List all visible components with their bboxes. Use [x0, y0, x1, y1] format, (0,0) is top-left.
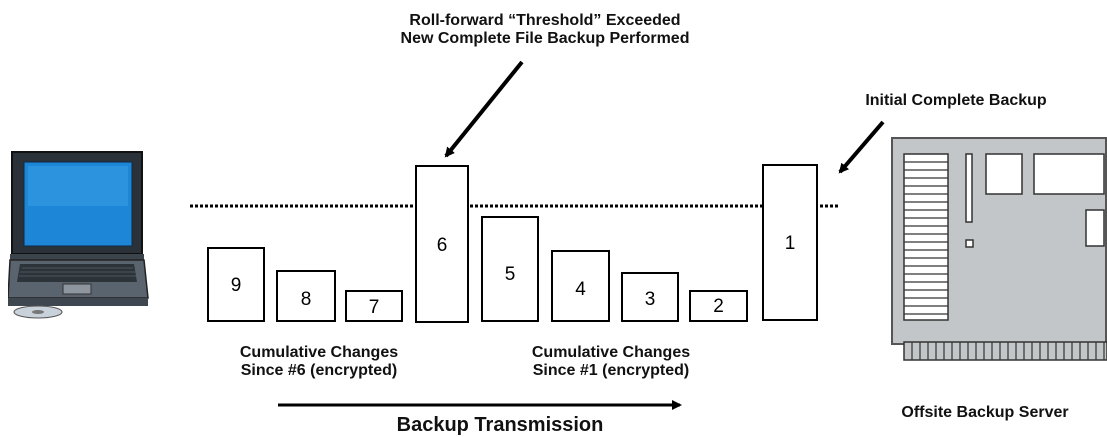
backup-box-2: 2 [689, 290, 748, 322]
backup-box-3: 3 [621, 272, 679, 322]
cumulative-since-1-caption: Cumulative Changes Since #1 (encrypted) [531, 344, 691, 380]
laptop-icon [8, 151, 149, 319]
initial-backup-arrow [838, 120, 885, 174]
server-rack-icon [891, 137, 1107, 361]
backup-box-9: 9 [207, 247, 265, 322]
offsite-server-label: Offsite Backup Server [901, 404, 1069, 421]
cumulative-since-6-caption: Cumulative Changes Since #6 (encrypted) [239, 344, 399, 380]
initial-backup-caption: Initial Complete Backup [865, 92, 1047, 109]
backup-box-4: 4 [551, 250, 610, 322]
backup-box-6: 6 [415, 165, 469, 323]
threshold-caption: Roll-forward “Threshold” Exceeded New Co… [400, 12, 690, 48]
backup-transmission-label: Backup Transmission [396, 414, 604, 436]
backup-box-1: 1 [762, 164, 818, 321]
backup-box-5: 5 [481, 216, 539, 322]
backup-box-8: 8 [276, 270, 336, 322]
backup-box-7: 7 [345, 290, 403, 322]
threshold-arrow [444, 60, 524, 158]
